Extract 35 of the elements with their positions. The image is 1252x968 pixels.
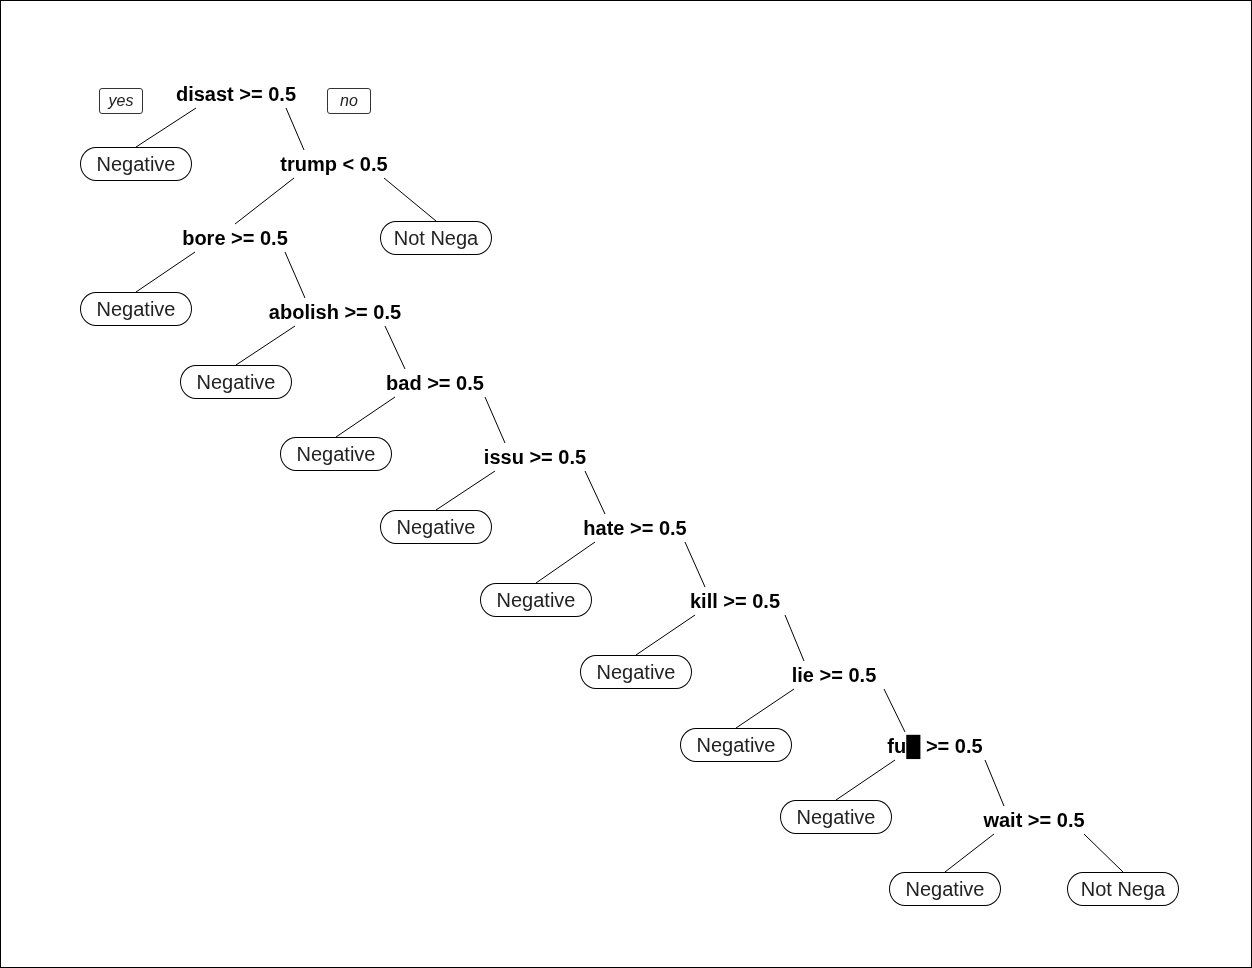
branch-line — [384, 325, 406, 370]
split-condition: trump < 0.5 — [274, 150, 394, 178]
branch-line — [435, 470, 496, 511]
branch-line — [234, 177, 295, 225]
branch-line — [135, 107, 197, 148]
branch-tag: yes — [99, 88, 143, 114]
branch-line — [1083, 833, 1124, 873]
branch-line — [584, 470, 606, 515]
branch-line — [684, 541, 706, 588]
branch-line — [835, 759, 896, 801]
split-condition: lie >= 0.5 — [785, 661, 883, 689]
branch-tag: no — [327, 88, 371, 114]
split-condition: bad >= 0.5 — [380, 369, 490, 397]
branch-line — [383, 177, 437, 222]
split-condition: fu█ >= 0.5 — [881, 732, 989, 760]
branch-line — [335, 396, 396, 438]
branch-line — [735, 688, 795, 729]
branch-line — [284, 251, 306, 299]
branch-line — [535, 541, 596, 584]
split-condition: wait >= 0.5 — [977, 806, 1091, 834]
split-condition: disast >= 0.5 — [169, 80, 303, 108]
split-condition: hate >= 0.5 — [577, 514, 693, 542]
split-condition: kill >= 0.5 — [683, 587, 787, 615]
branch-line — [285, 107, 305, 151]
split-condition: bore >= 0.5 — [176, 224, 294, 252]
branch-line — [984, 759, 1005, 807]
branch-line — [484, 396, 506, 444]
branch-line — [235, 325, 296, 366]
split-condition: issu >= 0.5 — [477, 443, 593, 471]
branch-line — [944, 833, 995, 873]
branch-line — [883, 688, 906, 733]
split-condition: abolish >= 0.5 — [262, 298, 408, 326]
branch-line — [635, 614, 696, 656]
branch-line — [784, 614, 805, 662]
branch-line — [135, 251, 196, 293]
